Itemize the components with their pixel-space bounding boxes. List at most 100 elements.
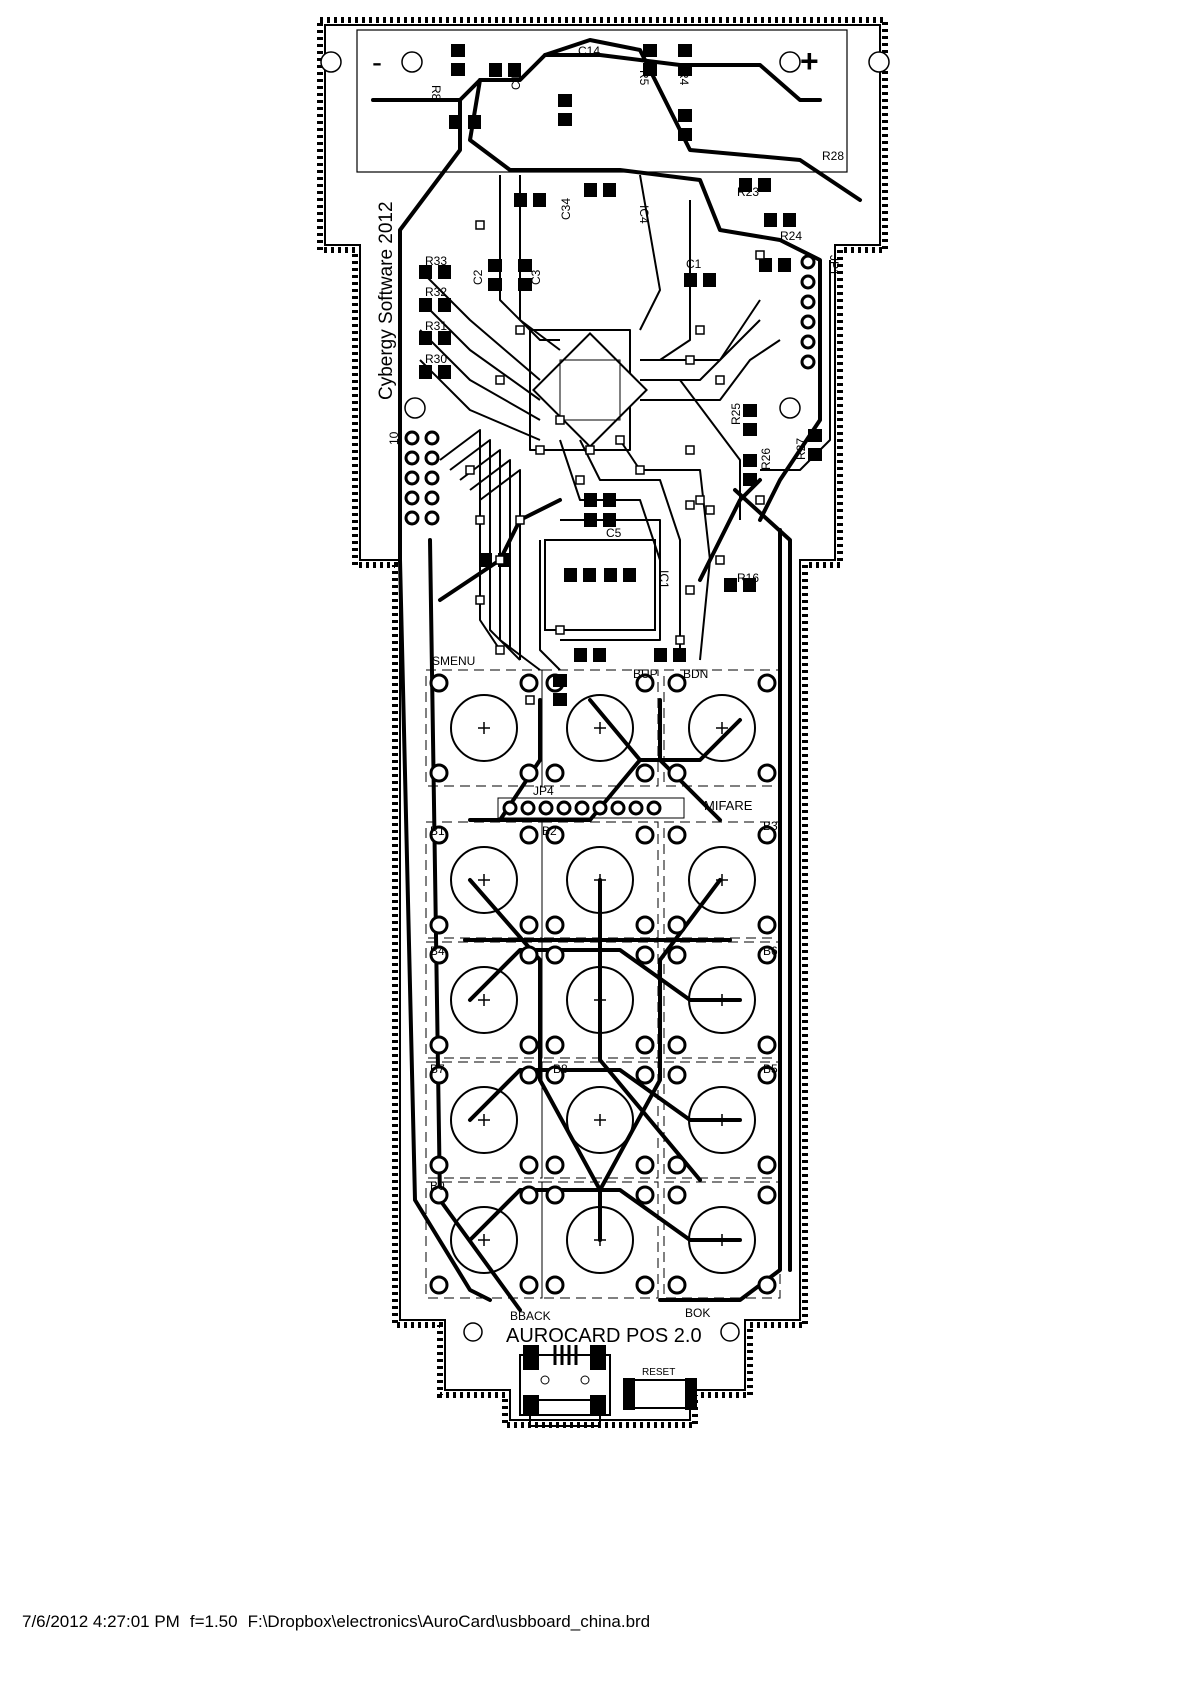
smd-pad-pair <box>743 404 757 436</box>
via <box>495 645 505 655</box>
smd-pads <box>419 44 822 706</box>
smd-pad-pair <box>604 568 636 582</box>
label-jp1: JP1 <box>827 255 841 276</box>
header-pin <box>556 800 572 816</box>
via <box>685 585 695 595</box>
switch-pad <box>519 1275 539 1295</box>
header-pin <box>424 490 440 506</box>
switch-pad <box>519 673 539 693</box>
smd-pad-pair <box>724 578 756 592</box>
via <box>715 375 725 385</box>
switch-pad <box>635 1275 655 1295</box>
label-bback: BBACK <box>510 1309 551 1323</box>
smd-pad-pair <box>684 273 716 287</box>
usb-connector <box>519 1345 611 1427</box>
keypad-switch <box>663 821 781 939</box>
keypad-switch <box>541 669 659 787</box>
via <box>475 515 485 525</box>
header-pin <box>800 274 816 290</box>
label-pin-10: 10 <box>387 431 401 445</box>
label-b5: B5 <box>763 1062 778 1076</box>
via <box>495 375 505 385</box>
via <box>615 435 625 445</box>
label-b2: B2 <box>542 824 557 838</box>
smd-pad-pair <box>643 44 657 76</box>
via <box>525 695 535 705</box>
keypad-matrix <box>425 669 781 1299</box>
switch-pad <box>429 1275 449 1295</box>
smd-pad-pair <box>564 568 596 582</box>
switch-pad <box>667 1035 687 1055</box>
reset-button <box>623 1378 697 1410</box>
label-reset: RESET <box>642 1367 675 1378</box>
smd-pad-pair <box>584 183 616 197</box>
switch-pad <box>667 945 687 965</box>
header-pin <box>404 510 420 526</box>
label-b7: B7 <box>430 1062 445 1076</box>
header-pin <box>404 470 420 486</box>
label-c3: C3 <box>529 269 543 285</box>
via <box>755 495 765 505</box>
label-r24: R24 <box>780 229 802 243</box>
smd-pad-pair <box>574 648 606 662</box>
minus-sign: - <box>372 46 382 79</box>
switch-pad <box>635 1155 655 1175</box>
switch-pad <box>429 915 449 935</box>
keypad-switch <box>541 1061 659 1179</box>
smd-pad-pair <box>743 454 757 486</box>
left-header <box>404 430 440 526</box>
label-smenu: SMENU <box>432 654 475 668</box>
switch-pad <box>545 825 565 845</box>
smd-pad-pair <box>451 44 465 76</box>
header-pin <box>404 450 420 466</box>
usb-controller <box>544 539 656 631</box>
switch-pad <box>757 825 777 845</box>
switch-pad <box>545 1035 565 1055</box>
label-b1: B1 <box>430 824 445 838</box>
switch-pad <box>667 1065 687 1085</box>
smd-pad-pair <box>553 674 567 706</box>
switch-pad <box>545 945 565 965</box>
switch-pad <box>667 763 687 783</box>
switch-pad <box>757 673 777 693</box>
label-r8: R8 <box>429 85 443 101</box>
switch-pad <box>519 825 539 845</box>
label-c2: C2 <box>471 269 485 285</box>
smd-pad-pair <box>764 213 796 227</box>
switch-pad <box>757 915 777 935</box>
switch-pad <box>667 1155 687 1175</box>
switch-pad <box>635 673 655 693</box>
switch-pad <box>757 1275 777 1295</box>
keypad-switch <box>541 941 659 1059</box>
header-pin <box>646 800 662 816</box>
header-pin <box>502 800 518 816</box>
label-bup: BUP <box>633 667 658 681</box>
vias <box>465 220 765 705</box>
label-c14: C14 <box>578 44 600 58</box>
switch-pad <box>757 1155 777 1175</box>
via <box>515 515 525 525</box>
smd-pad-pair <box>584 513 616 527</box>
plus-sign: + <box>800 43 819 79</box>
via <box>755 250 765 260</box>
switch-pad <box>519 945 539 965</box>
keypad-switch <box>425 1181 543 1299</box>
switch-pad <box>519 1035 539 1055</box>
switch-pad <box>429 673 449 693</box>
label-c5: C5 <box>606 526 622 540</box>
footer-scale: f=1.50 <box>189 1612 238 1631</box>
smd-pad-pair <box>678 109 692 141</box>
smd-pad-pair <box>759 258 791 272</box>
header-pin <box>800 334 816 350</box>
smd-pad-pair <box>584 493 616 507</box>
header-pin <box>628 800 644 816</box>
switch-pad <box>757 1185 777 1205</box>
keypad-switch <box>663 1181 781 1299</box>
header-pin <box>800 294 816 310</box>
via <box>535 445 545 455</box>
header-pin <box>800 354 816 370</box>
switch-pad <box>635 1065 655 1085</box>
header-pin <box>610 800 626 816</box>
switch-pad <box>635 1185 655 1205</box>
